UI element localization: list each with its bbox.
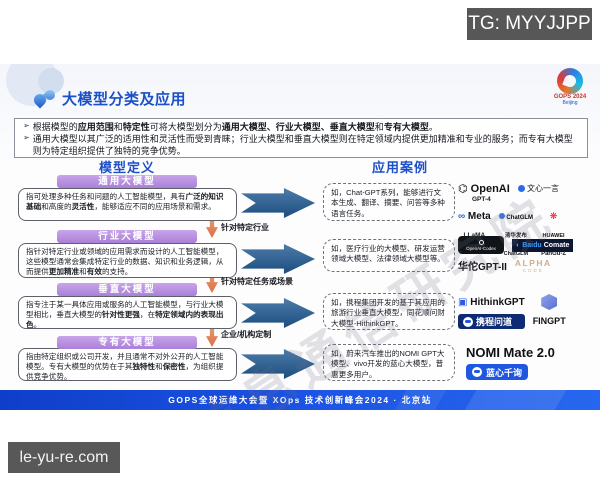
intro-summary-box: ➢ 根据模型的应用范围和特定性可将大模型划分为通用大模型、行业大模型、垂直大模型… — [14, 118, 588, 158]
huawei-icon: ❋ — [549, 211, 558, 221]
slide-footer: GOPS全球运维大会暨 XOps 技术创新峰会2024 · 北京站 — [0, 390, 600, 410]
wenxin-icon — [517, 185, 525, 192]
model-header-vertical: 垂直大模型 — [57, 283, 197, 296]
logos-general: ⌬ OpenAI 文心一言 GPT-4 ∞ Meta LLaMA ChatGLM… — [458, 182, 594, 260]
comate-icon: ◐ — [516, 241, 521, 249]
gops-swirl-icon — [557, 68, 583, 94]
definition-box-industry: 指针对特定行业或领域的应用需求而设计的人工智能模型，这些模型通常会集成特定行业的… — [18, 243, 237, 278]
intro-bullet-1: ➢ 根据模型的应用范围和特定性可将大模型划分为通用大模型、行业大模型、垂直大模型… — [23, 121, 579, 133]
footer-streak — [461, 390, 569, 410]
alphacode-logo: ALPHA CODE — [514, 258, 552, 273]
right-arrow-icon — [241, 349, 315, 379]
footer-conference-text: GOPS全球运维大会暨 XOps 技术创新峰会2024 · 北京站 — [168, 395, 432, 405]
logos-proprietary: NOMI Mate 2.0 蓝心千询 — [458, 345, 594, 382]
slide-header: 大模型分类及应用 — [31, 87, 187, 109]
definition-text-industry: 指针对特定行业或领域的应用需求而设计的人工智能模型，这些模型通常会集成特定行业的… — [26, 247, 224, 277]
definition-text-vertical: 指专注于某一具体应用或服务的人工智能模型，与行业大模型相比，垂直大模型的针对性更… — [26, 300, 224, 330]
case-box-general: 如，Chat-GPT系列，能够进行文本生成、翻译、摘要、问答等多种语言任务。 — [323, 183, 455, 221]
gops-conference-logo: GOPS 2024 Beijing — [550, 68, 590, 106]
hithink-icon: ▣ — [458, 297, 468, 308]
logos-vertical: ▣ HithinkGPT 携程问道 FINGPT — [458, 292, 594, 329]
codex-icon — [478, 239, 484, 245]
transition-label-industry: 针对特定行业 — [221, 223, 269, 232]
model-header-proprietary: 专有大模型 — [57, 336, 197, 349]
intro-bullet-1-text: 根据模型的应用范围和特定性可将大模型划分为通用大模型、行业大模型、垂直大模型和专… — [32, 122, 438, 132]
intro-bullet-2: ➢ 通用大模型以其广泛的适用性和灵活性而受到青睐；行业大模型和垂直大模型则在特定… — [23, 133, 579, 157]
right-arrow-icon — [241, 298, 315, 328]
openai-logo: ⌬ OpenAI — [458, 183, 510, 195]
column-header-definitions: 模型定义 — [98, 160, 155, 175]
wenxin-logo: 文心一言 — [517, 183, 559, 194]
fingpt-logo: FINGPT — [533, 294, 566, 329]
definition-text-proprietary: 指由特定组织或公司开发，并且通常不对外公开的人工智能模型。专有大模型的优势在于其… — [26, 352, 224, 382]
meta-icon: ∞ — [458, 211, 466, 222]
site-watermark-badge: le-yu-re.com — [8, 442, 120, 473]
hithink-ctrip-stack: ▣ HithinkGPT 携程问道 — [458, 292, 525, 329]
chatglm-logo: ChatGLM 清华发布 ChatGLM — [498, 206, 533, 260]
openai-icon: ⌬ — [458, 183, 471, 195]
definition-text-general: 指可处理多种任务和问题的人工智能模型，具有广泛的知识基础和高度的灵活性，能够适应… — [26, 192, 224, 212]
case-text-general: 如，Chat-GPT系列，能够进行文本生成、翻译、摘要、问答等多种语言任务。 — [331, 188, 445, 218]
huawei-pangu-logo: ❋ HUAWEI PanGu-Σ — [541, 211, 566, 257]
case-text-proprietary: 如，蔚来汽车推出的NOMI GPT大模型、vivo开发的蓝心大模型，普惠更多用户… — [331, 349, 445, 379]
right-arrow-icon — [241, 188, 315, 218]
definition-box-proprietary: 指由特定组织或公司开发，并且通常不对外公开的人工智能模型。专有大模型的优势在于其… — [18, 348, 237, 381]
ctrip-robot-icon — [463, 316, 473, 327]
model-header-general: 通用大模型 — [57, 175, 197, 188]
gpt4-label: GPT-4 — [472, 196, 491, 203]
tg-watermark-badge: TG: MYYJJPP — [467, 8, 592, 40]
intro-bullet-2-text: 通用大模型以其广泛的适用性和灵活性而受到青睐；行业大模型和垂直大模型则在特定领域… — [32, 134, 573, 157]
case-text-vertical: 如，携程集团开发的基于其应用的旅游行业垂直大模型，同花顺问财大模型-Hithin… — [331, 298, 445, 328]
nomi-mate-logo: NOMI Mate 2.0 — [466, 345, 555, 360]
slide: 大模型分类及应用 GOPS 2024 Beijing ➢ 根据模型的应用范围和特… — [0, 64, 600, 410]
definition-box-vertical: 指专注于某一具体应用或服务的人工智能模型，与行业大模型相比，垂直大模型的针对性更… — [18, 296, 237, 329]
page-title: 大模型分类及应用 — [62, 91, 187, 108]
meta-llama-logo: ∞ Meta LLaMA — [458, 211, 491, 239]
gops-logo-line2: Beijing — [562, 99, 578, 106]
lanxin-qianxun-logo: 蓝心千询 — [466, 364, 529, 380]
title-drops-icon — [31, 87, 58, 108]
lanxin-robot-icon — [472, 367, 482, 377]
ctrip-wendao-logo: 携程问道 — [458, 314, 525, 329]
case-box-vertical: 如，携程集团开发的基于其应用的旅游行业垂直大模型，同花顺问财大模型-Hithin… — [323, 293, 455, 330]
transition-label-vertical: 针对特定任务或场景 — [221, 277, 293, 286]
hithinkgpt-logo: ▣ HithinkGPT — [458, 297, 525, 308]
column-header-cases: 应用案例 — [371, 160, 428, 175]
case-box-industry: 如，医疗行业的大模型、研发运营领域大模型、法律领域大模型等。 — [323, 239, 455, 272]
case-text-industry: 如，医疗行业的大模型、研发运营领域大模型、法律领域大模型等。 — [331, 244, 445, 264]
bullet-arrow-icon: ➢ — [23, 133, 30, 143]
case-box-proprietary: 如，蔚来汽车推出的NOMI GPT大模型、vivo开发的蓝心大模型，普惠更多用户… — [323, 344, 455, 381]
bullet-arrow-icon: ➢ — [23, 121, 30, 130]
fingpt-hex-icon — [541, 294, 558, 310]
chatglm-icon — [498, 213, 505, 219]
gops-logo-line1: GOPS 2024 — [553, 94, 587, 100]
right-arrow-icon — [241, 244, 315, 274]
openai-codex-logo: OpenAI-Codex — [458, 236, 504, 254]
huatuo-gpt-logo: 华佗GPT-II — [458, 262, 507, 273]
transition-label-proprietary: 企业/机构定制 — [221, 330, 272, 339]
definition-box-general: 指可处理多种任务和问题的人工智能模型，具有广泛的知识基础和高度的灵活性，能够适应… — [18, 188, 237, 221]
model-header-industry: 行业大模型 — [57, 230, 197, 243]
